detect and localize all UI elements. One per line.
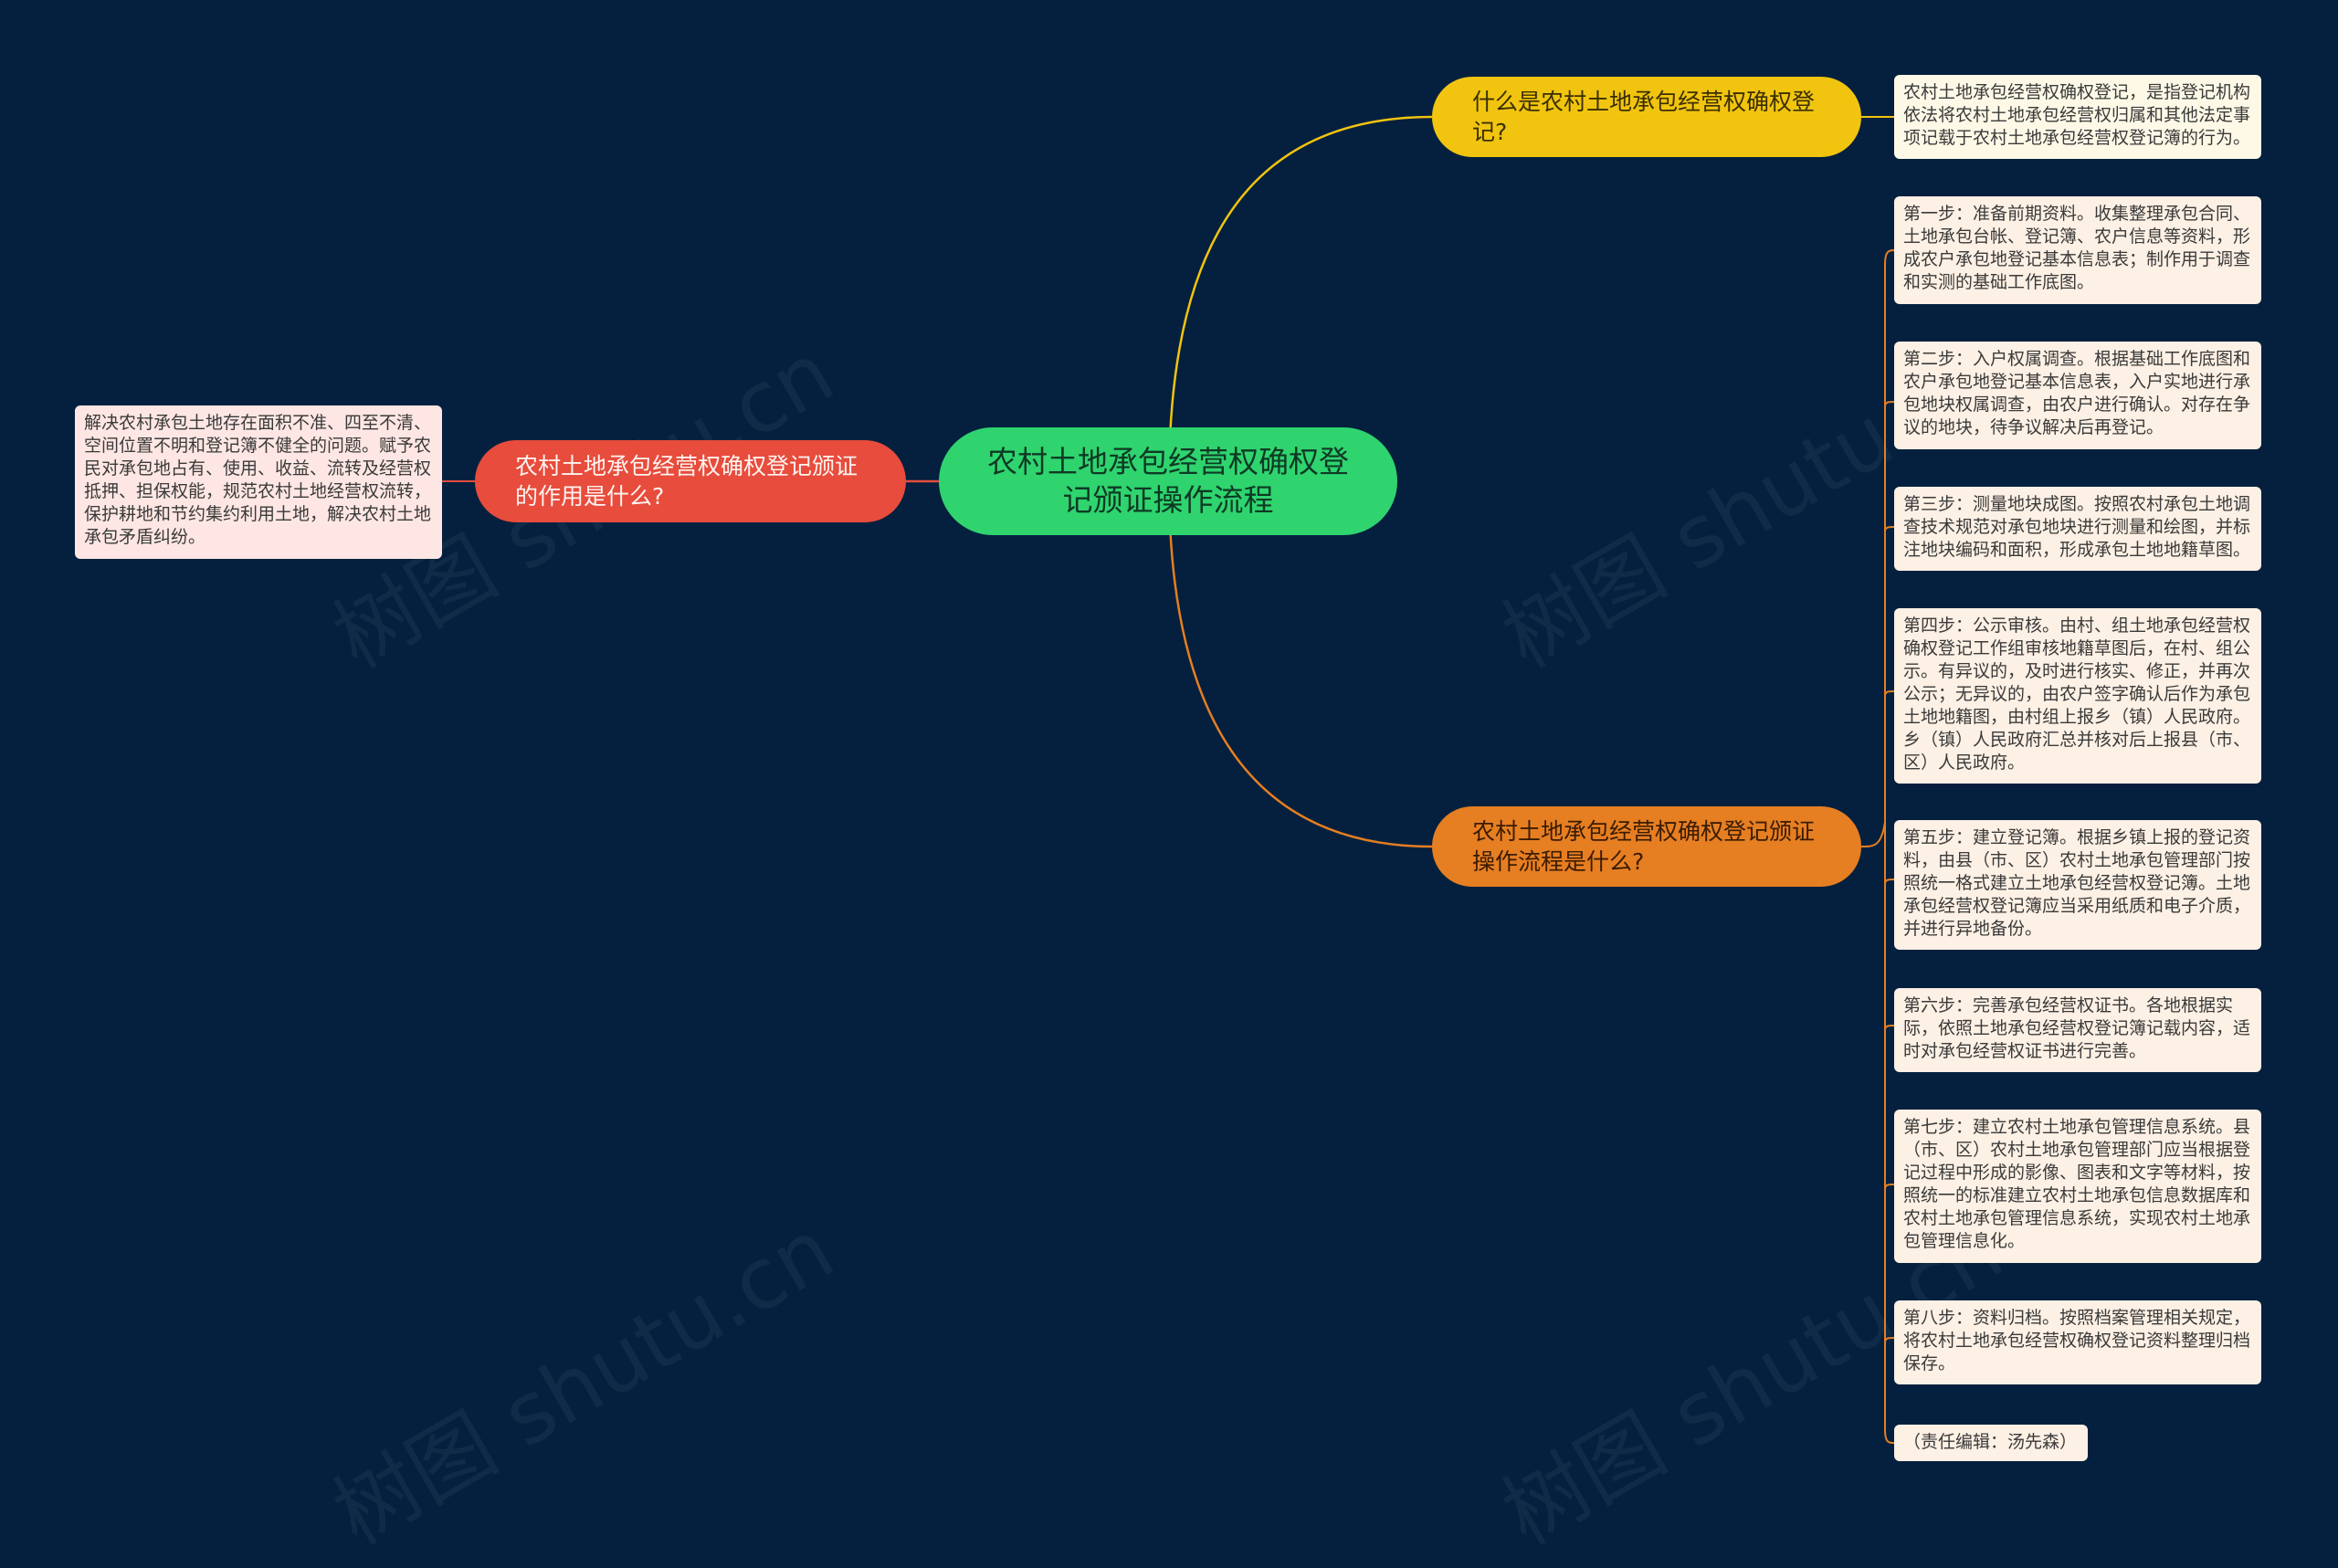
editor-note: （责任编辑：汤先森） — [1894, 1425, 2088, 1461]
step-item: 第六步：完善承包经营权证书。各地根据实际，依照土地承包经营权登记簿记载内容，适时… — [1894, 988, 2261, 1072]
connector-what — [1167, 115, 1433, 482]
branch-what-is-label: 什么是农村土地承包经营权确权登记? — [1472, 89, 1816, 145]
step-item: 第二步：入户权属调查。根据基础工作底图和农户承包地登记基本信息表，入户实地进行承… — [1894, 342, 2261, 449]
detail-role: 解决农村承包土地存在面积不准、四至不清、空间位置不明和登记簿不健全的问题。赋予农… — [75, 405, 442, 559]
step-item: 第四步：公示审核。由村、组土地承包经营权确权登记工作组审核地籍草图后，在村、组公… — [1894, 608, 2261, 784]
step-item: 第七步：建立农村土地承包管理信息系统。县（市、区）农村土地承包管理部门应当根据登… — [1894, 1110, 2261, 1263]
branch-process-label: 农村土地承包经营权确权登记颁证操作流程是什么? — [1472, 818, 1816, 875]
step-item: 第一步：准备前期资料。收集整理承包合同、土地承包台帐、登记簿、农户信息等资料，形… — [1894, 196, 2261, 304]
branch-role-label: 农村土地承包经营权确权登记颁证的作用是什么? — [515, 453, 858, 510]
connector-process-steps — [1860, 249, 1895, 1444]
central-topic[interactable]: 农村土地承包经营权确权登记颁证操作流程 — [939, 427, 1397, 535]
step-item: 第三步：测量地块成图。按照农村承包土地调查技术规范对承包地块进行测量和绘图，并标… — [1894, 487, 2261, 571]
branch-process[interactable]: 农村土地承包经营权确权登记颁证操作流程是什么? — [1432, 806, 1861, 887]
step-item: 第五步：建立登记簿。根据乡镇上报的登记资料，由县（市、区）农村土地承包管理部门按… — [1894, 820, 2261, 950]
connector-process — [1167, 480, 1433, 848]
central-topic-label: 农村土地承包经营权确权登记颁证操作流程 — [987, 444, 1349, 518]
step-item: 第八步：资料归档。按照档案管理相关规定，将农村土地承包经营权确权登记资料整理归档… — [1894, 1300, 2261, 1384]
detail-what-is: 农村土地承包经营权确权登记，是指登记机构依法将农村土地承包经营权归属和其他法定事… — [1894, 75, 2261, 159]
branch-role[interactable]: 农村土地承包经营权确权登记颁证的作用是什么? — [475, 440, 906, 522]
branch-what-is[interactable]: 什么是农村土地承包经营权确权登记? — [1432, 77, 1861, 157]
